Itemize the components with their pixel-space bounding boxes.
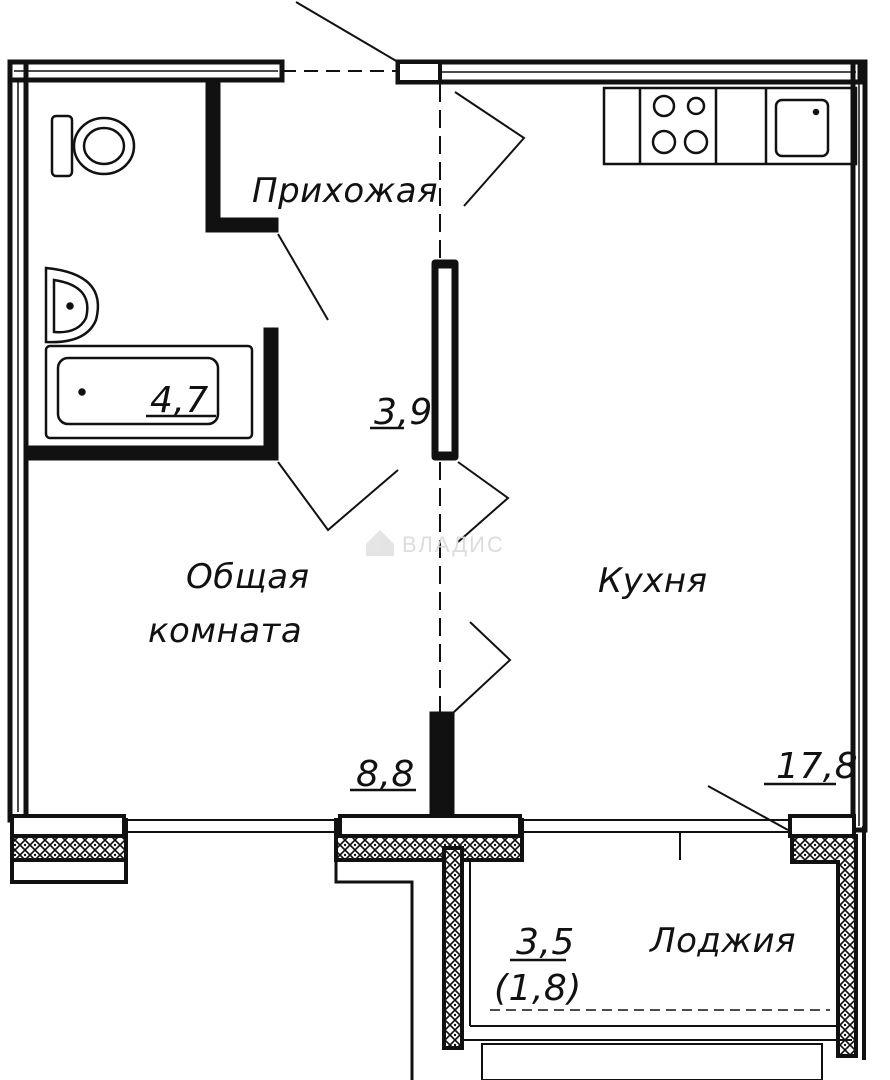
room-name-hallway: Прихожая	[252, 171, 438, 211]
kitchen-sink-icon	[774, 98, 830, 158]
kitchen-area-leader	[707, 785, 789, 831]
area-bathroom: 4,7	[150, 380, 209, 421]
interior-walls	[25, 81, 459, 823]
watermark: ВЛАДИС	[366, 530, 505, 557]
area-living: 8,8	[356, 754, 415, 795]
room-name-living-line2: комната	[148, 611, 302, 651]
room-name-loggia: Лоджия	[648, 921, 796, 961]
sink-icon	[44, 266, 100, 344]
room-name-living-line1: Общая	[186, 557, 310, 597]
door-swings	[277, 91, 526, 713]
stove-icon	[602, 86, 858, 166]
room-name-kitchen: Кухня	[598, 561, 708, 601]
area-hallway: 3,9	[374, 392, 433, 433]
toilet-icon	[50, 114, 136, 178]
watermark-text: ВЛАДИС	[402, 532, 505, 557]
bottom-walls	[10, 814, 866, 1080]
area-loggia: 3,5	[516, 922, 575, 963]
bathtub-icon	[44, 344, 254, 440]
entrance-pointer	[295, 1, 399, 63]
area-kitchen: 17,8	[776, 746, 858, 787]
area-loggia-reduced: (1,8)	[494, 968, 582, 1009]
